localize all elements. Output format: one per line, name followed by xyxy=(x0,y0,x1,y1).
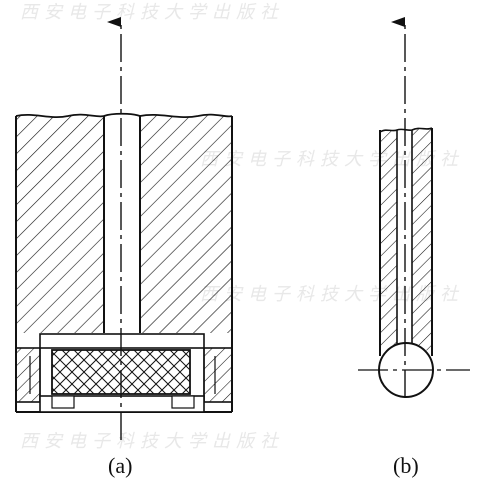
flange-plate xyxy=(39,333,205,349)
tube-right-wall xyxy=(412,128,432,352)
lower-left-pocket xyxy=(15,347,41,403)
bore xyxy=(104,113,140,333)
base-plate xyxy=(39,395,205,413)
base-left-step xyxy=(51,395,75,409)
lower-right-pocket xyxy=(203,347,233,403)
base-right-step xyxy=(171,395,195,409)
watermark-top: 西安电子科技大学出版社 xyxy=(20,2,284,23)
figure-b-view xyxy=(358,17,470,398)
block-left-hatched xyxy=(16,114,104,334)
tube-left-wall xyxy=(380,130,397,354)
watermark-bottom: 西安电子科技大学出版社 xyxy=(20,431,284,452)
caption-a: (a) xyxy=(108,453,132,478)
figure-a-section xyxy=(15,17,233,440)
caption-b: (b) xyxy=(393,453,419,478)
block-right-hatched xyxy=(140,114,232,334)
